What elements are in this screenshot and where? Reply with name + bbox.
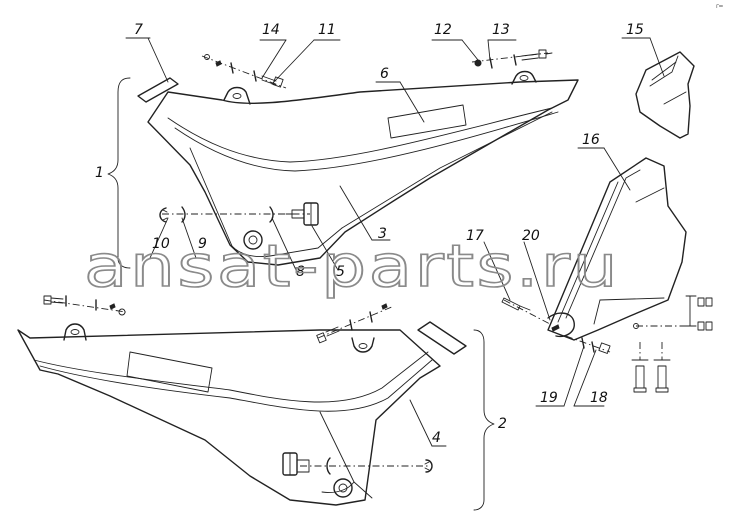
label-9: 9 [198,236,207,252]
label-11: 11 [318,22,336,38]
label-19: 19 [540,390,558,406]
part-15 [635,51,695,139]
leader-lines [125,37,665,447]
watermark: ansat-parts.ru [84,232,620,300]
label-4: 4 [432,430,441,446]
screw-assembly-upper-right [471,49,553,69]
label-18: 18 [590,390,608,406]
label-6: 6 [380,66,389,82]
part-labels: 1 2 3 4 5 6 7 8 9 10 11 12 13 14 15 16 1… [95,22,644,446]
bracket-1 [107,77,131,269]
fastener-assembly-middle [159,202,319,226]
label-1: 1 [95,165,104,181]
label-3: 3 [378,226,387,242]
screw-assembly-upper-left [201,54,287,89]
label-14: 14 [262,22,280,38]
label-17: 17 [466,228,484,244]
label-12: 12 [434,22,452,38]
screw-assembly-lower-left [43,295,127,316]
pad-lower [417,321,467,355]
label-2: 2 [498,416,507,432]
label-7: 7 [134,22,143,38]
label-8: 8 [296,264,305,280]
screw-17 [501,297,551,325]
bracket-2 [473,329,495,511]
label-16: 16 [582,132,600,148]
lower-side-cover [17,323,441,506]
pad-7 [137,77,179,103]
label-20: 20 [522,228,540,244]
label-10: 10 [152,236,170,252]
corner-mark: г═ [716,3,723,10]
label-13: 13 [492,22,510,38]
right-fasteners [631,295,713,393]
fastener-assembly-lower [282,452,433,476]
upper-side-cover [147,70,579,266]
screw-assembly-lower-middle [316,303,395,344]
label-5: 5 [336,264,345,280]
screw-19-18 [565,335,611,354]
part-16 [547,157,687,341]
label-15: 15 [626,22,644,38]
